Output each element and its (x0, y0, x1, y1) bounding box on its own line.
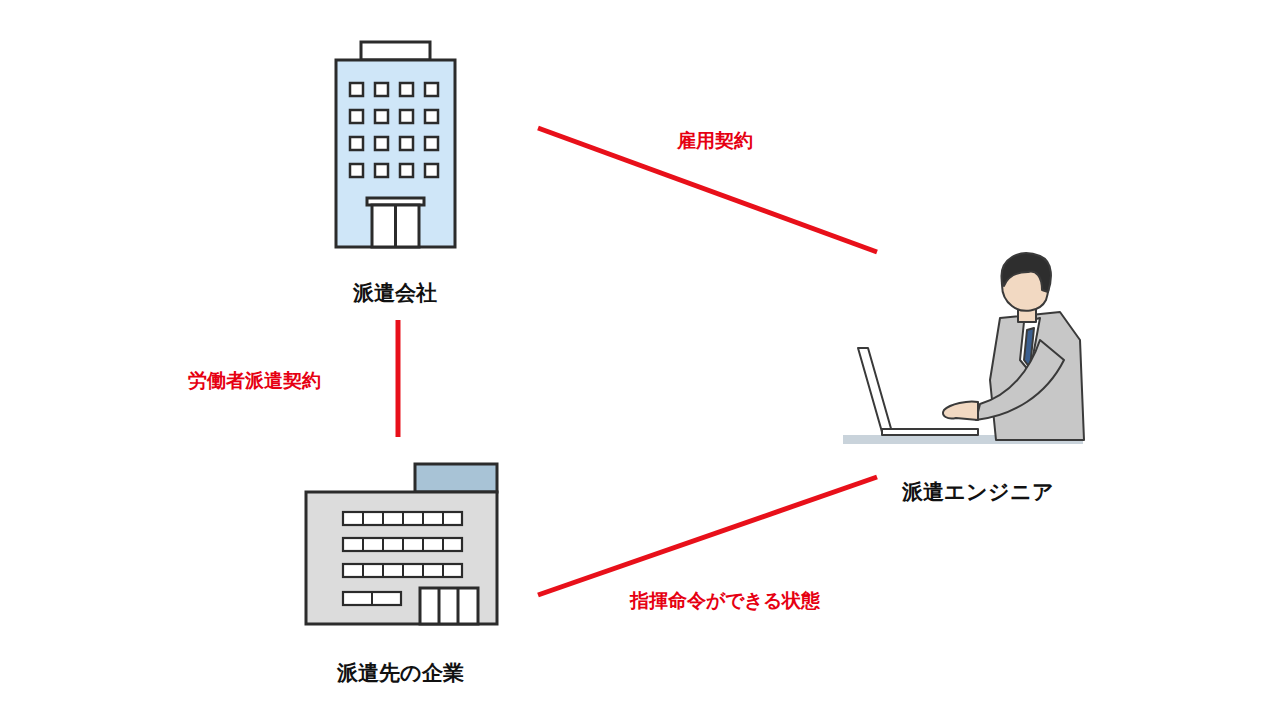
node-label: 派遣会社 (353, 281, 437, 306)
node-label: 派遣エンジニア (902, 480, 1054, 505)
node-label: 派遣先の企業 (337, 661, 464, 686)
engineer-illustration (843, 253, 1084, 444)
factory-building-icon (306, 464, 497, 624)
edge-label: 労働者派遣契約 (185, 369, 324, 392)
edge-label: 雇用契約 (674, 129, 756, 152)
client-company-node: 派遣先の企業 (295, 460, 505, 686)
office-building-icon (336, 42, 455, 247)
dispatch-company-node: 派遣会社 (320, 38, 470, 306)
dispatch-contract-line (396, 320, 401, 437)
engineer-node: 派遣エンジニア (855, 255, 1100, 505)
command-line (538, 477, 877, 595)
edge-label: 指揮命令ができる状態 (627, 589, 823, 612)
employment-contract-line (538, 128, 877, 252)
